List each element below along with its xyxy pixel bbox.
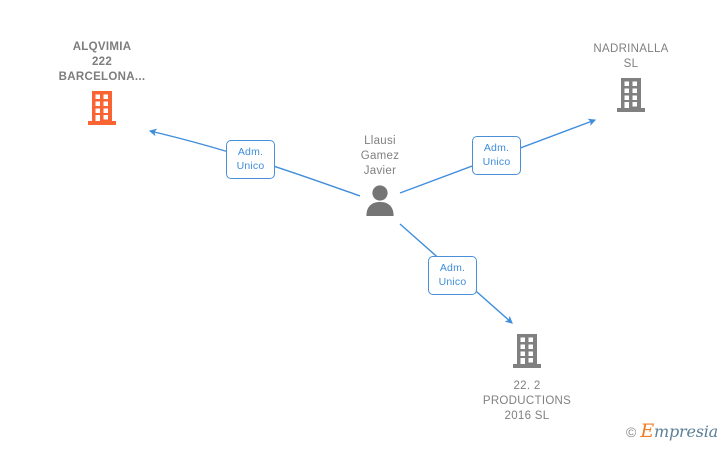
edge-label-alqvimia[interactable]: Adm. Unico [226,140,275,179]
empresia-logo-rest: mpresia [654,422,718,441]
building-icon [616,76,646,119]
node-alqvimia[interactable]: ALQVIMIA 222 BARCELONA... [22,40,182,132]
node-person[interactable]: Llausi Gamez Javier [300,134,460,222]
edge-label-productions[interactable]: Adm. Unico [428,256,477,295]
person-icon [363,183,397,222]
node-label-person: Llausi Gamez Javier [360,135,400,177]
node-label-productions: 22. 2 PRODUCTIONS 2016 SL [482,380,572,422]
empresia-logo-initial: E [640,420,654,442]
building-icon [512,332,542,375]
edge-label-nadrinalla[interactable]: Adm. Unico [472,136,521,175]
copyright-symbol: © [626,423,637,440]
node-productions[interactable]: 22. 2 PRODUCTIONS 2016 SL [447,332,607,424]
empresia-logo: Empresia [640,422,718,441]
node-nadrinalla[interactable]: NADRINALLA SL [551,42,711,119]
node-label-nadrinalla: NADRINALLA SL [593,43,669,70]
empresia-watermark: © Empresia [626,422,718,441]
building-icon [87,89,117,132]
node-label-alqvimia: ALQVIMIA 222 BARCELONA... [58,41,146,83]
